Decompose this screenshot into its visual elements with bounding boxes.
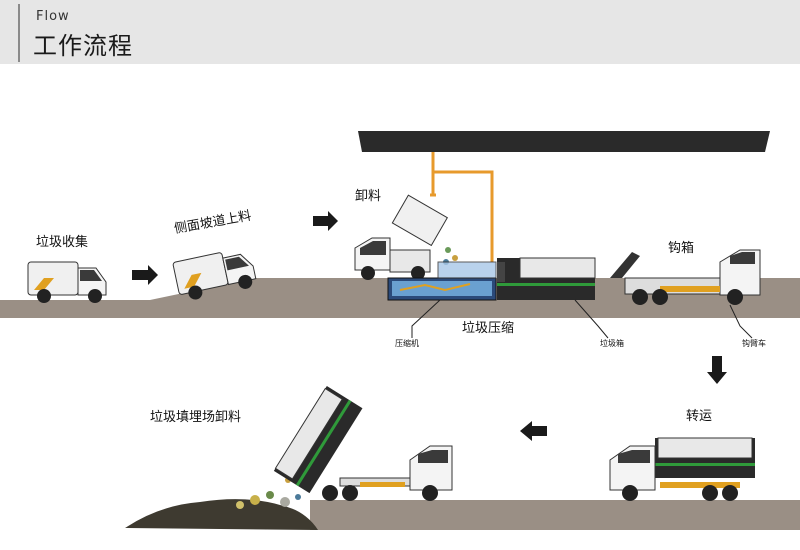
lower-ground — [310, 500, 800, 530]
header-subtitle: Flow — [36, 9, 70, 24]
landfill-mound — [125, 499, 318, 530]
flow-arrows — [132, 211, 727, 441]
label-transfer: 转运 — [686, 409, 712, 424]
label-compress: 垃圾压缩 — [462, 320, 514, 336]
label-collect: 垃圾收集 — [36, 234, 88, 250]
station-roof — [358, 131, 770, 152]
label-landfill: 垃圾填埋场卸料 — [150, 409, 241, 425]
collection-truck — [27, 261, 107, 303]
workflow-diagram: 垃圾收集 侧面坡道上料 卸料 钩箱 垃圾压缩 转运 垃圾填埋场卸料 压缩机 垃圾… — [0, 131, 800, 530]
header-accent-bar — [18, 4, 20, 62]
arrow-right-1 — [132, 265, 158, 285]
hydraulic-pipes — [430, 152, 494, 262]
unloading-truck — [354, 194, 458, 280]
label-compressor: 压缩机 — [395, 338, 419, 348]
garbage-bin-container — [497, 257, 596, 300]
arrow-down — [707, 356, 727, 384]
label-bin: 垃圾箱 — [600, 338, 624, 348]
callout-lines — [411, 299, 753, 339]
landfill-dump-truck — [273, 386, 453, 501]
label-hook-truck: 钩臂车 — [742, 338, 766, 348]
arrow-right-2 — [313, 211, 338, 231]
arrow-left — [520, 421, 547, 441]
page-title: 工作流程 — [33, 32, 133, 60]
ramp-truck — [172, 252, 257, 300]
label-unload: 卸料 — [355, 188, 381, 204]
transfer-truck — [609, 437, 755, 501]
label-ramp: 侧面坡道上料 — [173, 209, 252, 237]
hook-lift-truck — [610, 249, 761, 305]
label-hook: 钩箱 — [668, 240, 694, 256]
page-header: Flow 工作流程 — [0, 0, 800, 64]
compressor-unit — [387, 261, 497, 301]
